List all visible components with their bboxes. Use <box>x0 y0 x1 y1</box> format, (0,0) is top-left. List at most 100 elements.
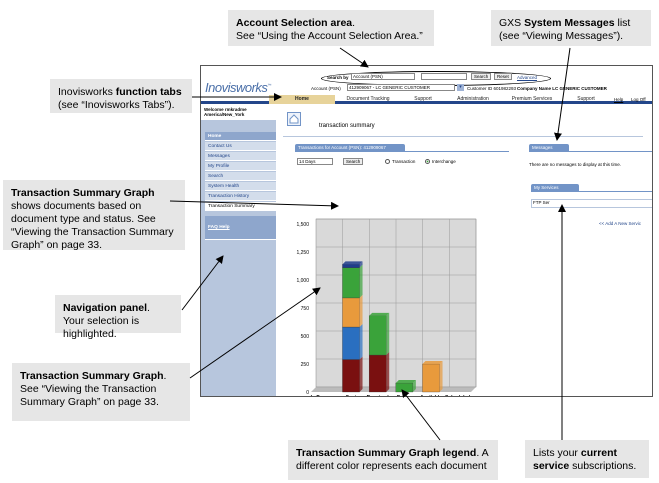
tab-premium-services[interactable]: Premium Services <box>511 96 553 102</box>
callout-pre: Lists your <box>533 447 581 459</box>
callout-text: (see “Viewing Messages”). <box>499 30 624 42</box>
chart-category-label: In Progress <box>311 395 339 397</box>
radio-interchange-icon[interactable] <box>425 159 430 164</box>
chart-category-label: Received <box>367 395 389 397</box>
chart-bar-segment <box>342 297 360 328</box>
callout-text: . Your selection is highlighted. <box>63 302 150 340</box>
nav-item-transaction-summary[interactable]: Transaction Summary <box>205 202 276 211</box>
callout-pre: Inovisworks <box>58 86 116 98</box>
nav-item-system-health[interactable]: System Health <box>205 182 276 191</box>
callout-text: shows documents based on document type a… <box>11 200 174 251</box>
chart-bar-segment <box>342 264 360 268</box>
callout-title: function tabs <box>115 86 182 98</box>
chart-bar-segment <box>342 359 360 393</box>
chart-category-label: Errors <box>397 395 412 397</box>
inovisworks-logo: Inovisworks™ <box>205 80 271 95</box>
callout-system-messages: GXS System Messages list (see “Viewing M… <box>491 10 651 46</box>
chart-category-label: Scheduled <box>445 395 470 397</box>
timezone-text: America/New_York <box>204 112 245 117</box>
callout-title: Account Selection area <box>236 17 353 29</box>
service-item[interactable]: FTP Ser <box>531 199 652 208</box>
chart-bar-top <box>342 261 363 265</box>
tab-support-2[interactable]: Support <box>577 96 595 102</box>
nav-item-messages[interactable]: Messages <box>205 152 276 161</box>
account-select[interactable]: 412909067 - LC GENERIC CUSTOMER <box>347 84 455 91</box>
tab-document-tracking[interactable]: Document Tracking <box>346 96 390 102</box>
chart-tick-label: 0 <box>306 390 309 396</box>
services-header: My Services <box>531 184 579 191</box>
nav-item-home[interactable]: Home <box>205 132 276 141</box>
callout-pre: GXS <box>499 17 525 29</box>
company-name: Company Name LC GENERIC CUSTOMER <box>517 86 607 91</box>
leader-legend <box>401 389 441 441</box>
callout-summary-graph-top: Transaction Summary Graph shows document… <box>3 180 185 251</box>
callout-legend: Transaction Summary Graph legend. A diff… <box>288 440 498 480</box>
welcome-text: Welcome rmkradme <box>204 107 247 112</box>
callout-title: System Messages <box>524 17 615 29</box>
nav-item-contact-us[interactable]: Contact Us <box>205 142 276 151</box>
radio-transaction-icon[interactable] <box>385 159 390 164</box>
chart-tick-label: 1,000 <box>296 278 309 284</box>
radio-interchange-label: Interchange <box>432 159 456 164</box>
search-input[interactable] <box>421 73 467 80</box>
search-button[interactable]: Search <box>471 73 492 80</box>
callout-navigation: Navigation panel. Your selection is high… <box>55 295 181 340</box>
callout-title: Transaction Summary Graph <box>11 187 155 199</box>
search-by-label: Search by <box>327 75 349 80</box>
chart-bar-segment <box>368 354 387 393</box>
tab-administration[interactable]: Administration <box>457 96 489 102</box>
navigation-panel: Welcome rmkradme America/New_York Home C… <box>201 106 276 396</box>
page-title: transaction summary <box>319 123 375 129</box>
logoff-link[interactable]: Log Off <box>631 97 646 102</box>
chart-bar-segment <box>422 363 440 393</box>
tab-support[interactable]: Support <box>414 96 432 102</box>
chart-bar-top <box>369 312 390 316</box>
period-select[interactable]: 14 Days <box>297 158 333 165</box>
reset-button[interactable]: Reset <box>494 73 512 80</box>
callout-function-tabs: Inovisworks function tabs (see “Inoviswo… <box>50 79 192 113</box>
chart-bar-side <box>439 361 443 392</box>
chart-bar-segment <box>395 382 414 393</box>
chart-bar-segment <box>342 267 360 299</box>
chart-bar-top <box>422 361 443 364</box>
chart-bar-side <box>386 352 390 392</box>
transactions-panel-header: Transactions for Account (PSN): 41290906… <box>295 144 405 151</box>
callout-text: . A different color represents each docu… <box>296 447 488 472</box>
callout-title: current service <box>533 447 618 472</box>
messages-header: Messages <box>529 144 569 151</box>
services-rule <box>531 191 652 192</box>
advanced-link[interactable]: Advanced <box>517 75 538 80</box>
nav-item-faq-help[interactable]: FAQ Help <box>205 216 276 240</box>
callout-post: list <box>614 17 631 29</box>
callout-services: Lists your current service subscriptions… <box>525 440 649 478</box>
home-icon <box>287 112 301 126</box>
logo-text: Inovisworks <box>205 80 268 95</box>
period-search-button[interactable]: Search <box>343 158 364 165</box>
nav-item-my-profile[interactable]: My Profile <box>205 162 276 171</box>
callout-text: subscriptions. <box>569 460 637 472</box>
chart-bar-segment <box>342 326 360 360</box>
chart-category-label: Sent <box>346 395 357 397</box>
chart-tick-label: 750 <box>301 306 310 312</box>
nav-item-transaction-history[interactable]: Transaction History <box>205 192 276 201</box>
account-label: Account (PSN) <box>311 86 341 91</box>
chart-bar-top <box>395 380 416 384</box>
customer-id: Customer ID 601982293 <box>467 86 517 91</box>
chart-bar-side <box>359 261 363 268</box>
chart-bar-side <box>386 312 390 356</box>
help-link[interactable]: Help <box>614 97 624 102</box>
chart-bar-side <box>359 356 363 392</box>
callout-summary-graph-bottom: Transaction Summary Graph. See “Viewing … <box>12 363 190 421</box>
function-tabs: Home Document Tracking Support Administr… <box>201 95 652 104</box>
chevron-down-icon[interactable]: ▾ <box>457 84 464 91</box>
add-service-link[interactable]: << Add A New Servic <box>599 221 642 226</box>
nav-item-search[interactable]: Search <box>205 172 276 181</box>
tab-home[interactable]: Home <box>269 95 335 104</box>
radio-transaction-label: Transaction <box>392 159 416 164</box>
search-by-select[interactable]: Account (PSN) <box>351 73 415 80</box>
messages-rule <box>529 151 652 152</box>
chart-bar-side <box>359 324 363 360</box>
chart-tick-label: 1,500 <box>296 222 309 228</box>
chart-bar-side <box>359 294 363 328</box>
chart-floor <box>311 387 476 392</box>
